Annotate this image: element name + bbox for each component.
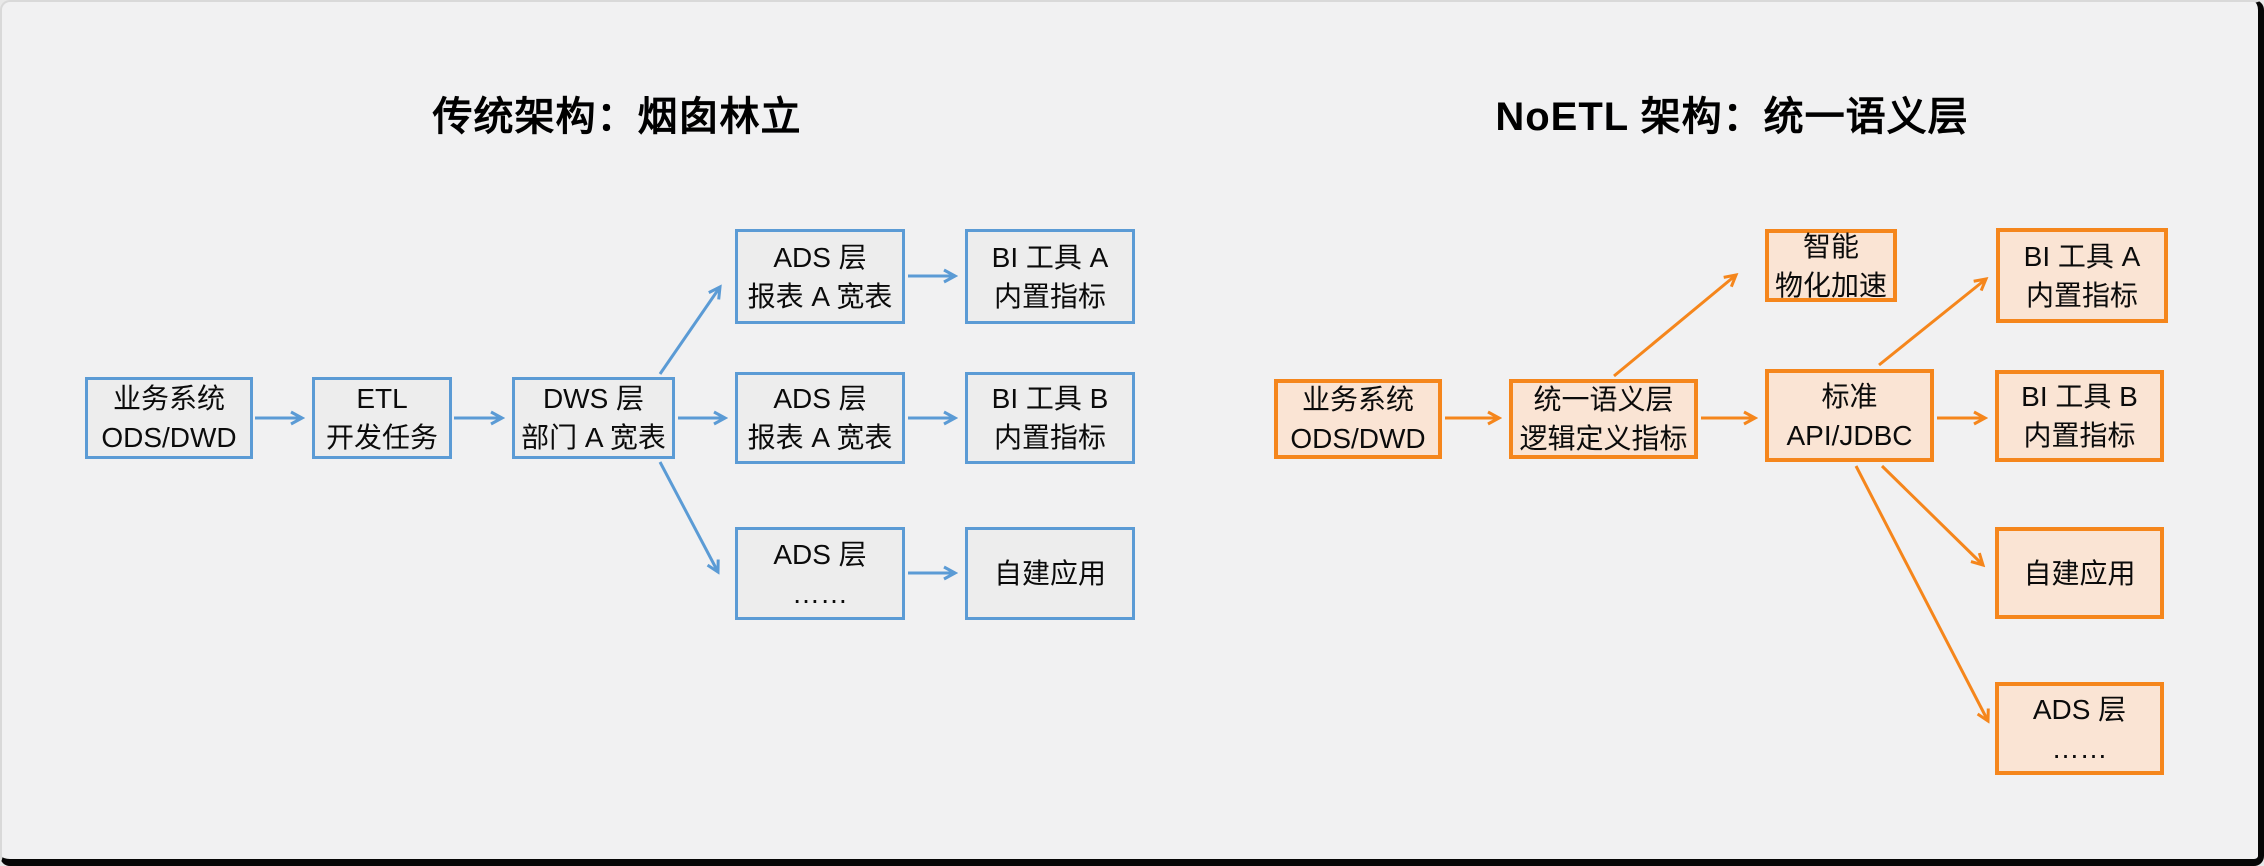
node-bi-tool-a-right: BI 工具 A 内置指标 [1996,228,2168,323]
node-line: BI 工具 A [2023,240,2141,272]
node-line: DWS 层 [542,383,645,414]
node-ads-etc-right: ADS 层 …… [1995,682,2164,775]
arrow-dws-to-ads1 [658,287,720,375]
node-line: ODS/DWD [1290,423,1426,454]
arrow-sem-to-mat [1613,275,1736,378]
node-smart-materialization: 智能 物化加速 [1765,229,1897,302]
node-line: ADS 层 [773,538,867,570]
node-line: 自建应用 [993,558,1106,589]
node-line: BI 工具 B [991,383,1109,414]
node-line: …… [2051,732,2108,764]
node-ads-report-a-2: ADS 层 报表 A 宽表 [735,372,905,464]
node-ads-etc-left: ADS 层 …… [735,527,905,620]
node-line: 自建应用 [2023,557,2136,589]
node-self-built-app-left: 自建应用 [965,527,1135,620]
node-line: 开发任务 [325,422,438,453]
node-line: ADS 层 [773,241,867,273]
node-business-system-left: 业务系统 ODS/DWD [85,377,253,459]
right-diagram-title: NoETL 架构：统一语义层 [1495,95,1969,139]
node-bi-tool-b-left: BI 工具 B 内置指标 [965,372,1135,464]
node-bi-tool-b-right: BI 工具 B 内置指标 [1995,370,2164,462]
node-line: 物化加速 [1774,269,1887,301]
node-line: 标准 [1821,380,1878,412]
arrow-api-to-oads [1854,465,1988,721]
node-bi-tool-a-left: BI 工具 A 内置指标 [965,229,1135,324]
node-line: 报表 A 宽表 [747,422,893,453]
node-line: 内置指标 [2023,420,2136,451]
node-line: ADS 层 [773,383,867,414]
node-line: 内置指标 [993,280,1106,312]
node-line: ETL [356,383,408,414]
node-line: 智能 [1802,230,1859,262]
node-standard-api-jdbc: 标准 API/JDBC [1765,369,1934,462]
arrow-api-to-oapp [1880,464,1983,565]
node-line: API/JDBC [1786,419,1913,451]
node-line: BI 工具 B [2021,381,2138,412]
node-self-built-app-right: 自建应用 [1995,527,2164,619]
arrow-dws-to-ads3 [658,461,718,572]
node-line: 内置指标 [993,422,1106,453]
node-line: 内置指标 [2025,279,2138,311]
node-ads-report-a-1: ADS 层 报表 A 宽表 [735,229,905,324]
node-line: 业务系统 [1301,384,1414,415]
node-line: BI 工具 A [991,241,1109,273]
node-line: 部门 A 宽表 [521,422,666,453]
node-dws-layer: DWS 层 部门 A 宽表 [512,377,675,459]
node-line: …… [792,577,848,609]
node-line: 报表 A 宽表 [747,280,893,312]
node-semantic-layer: 统一语义层 逻辑定义指标 [1509,379,1698,459]
node-line: ADS 层 [2032,693,2127,725]
node-line: 业务系统 [112,383,225,414]
node-line: ODS/DWD [101,422,237,453]
node-business-system-right: 业务系统 ODS/DWD [1274,379,1442,459]
left-diagram-title: 传统架构：烟囱林立 [432,95,802,139]
node-etl-tasks: ETL 开发任务 [312,377,452,459]
node-line: 统一语义层 [1533,384,1674,415]
node-line: 逻辑定义指标 [1519,423,1688,454]
